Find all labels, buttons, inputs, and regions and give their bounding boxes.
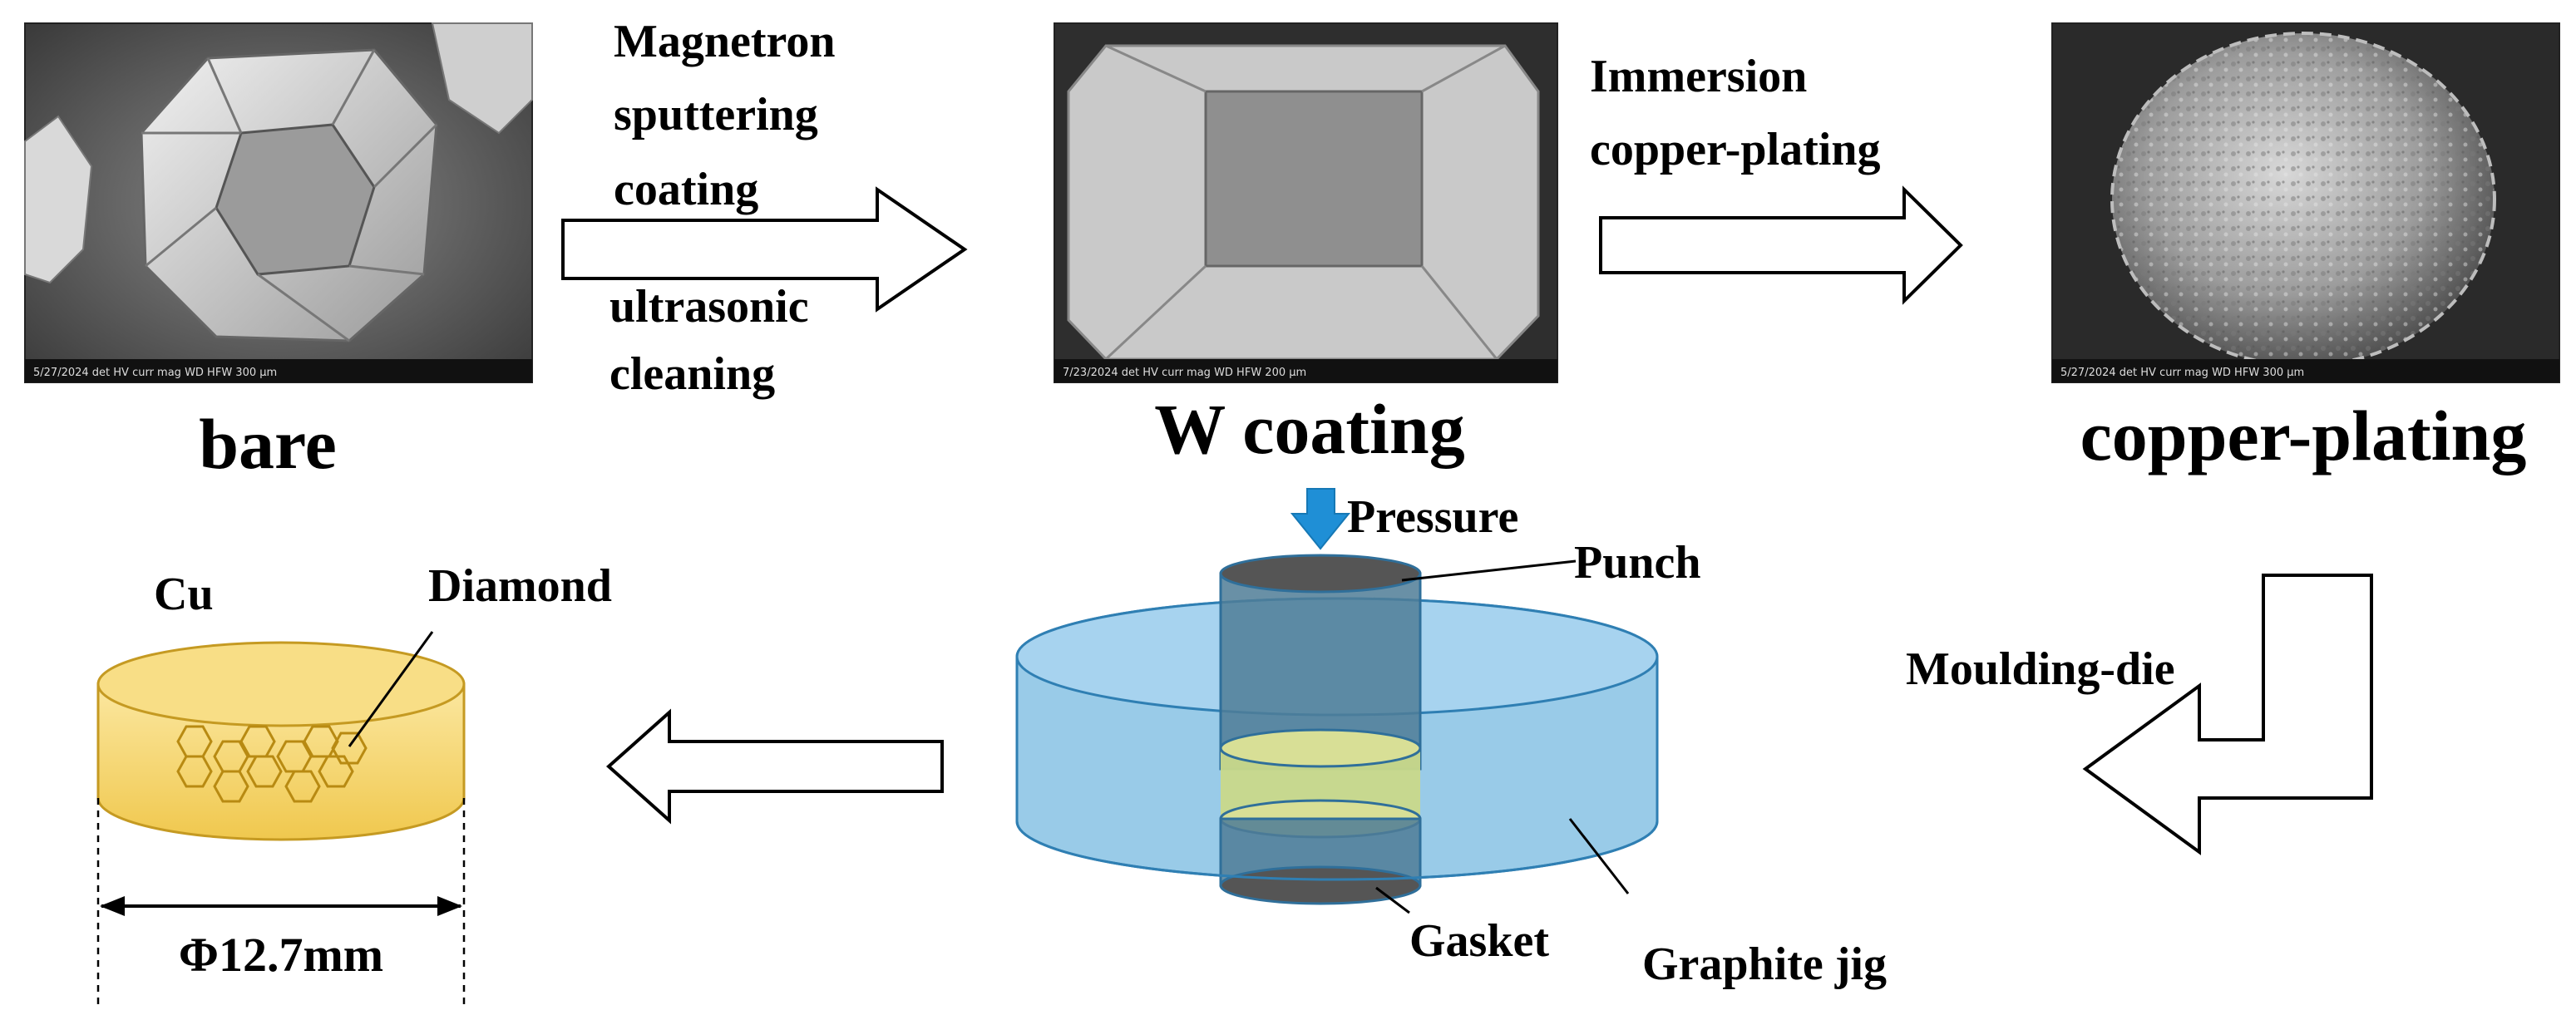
label-diameter: Φ12.7mm (179, 928, 383, 982)
label-diamond: Diamond (428, 560, 612, 612)
label-copper-plating: copper-plating (2080, 396, 2527, 475)
sputtering-line-2: sputtering (614, 89, 818, 140)
label-graphite-jig: Graphite jig (1642, 939, 1887, 990)
dim-arrowhead-right (437, 896, 462, 916)
compact-top (1219, 728, 1422, 768)
cu-diamond-disc (96, 631, 466, 1006)
process-text-immersion: Immersion copper-plating (1590, 51, 1880, 175)
sem-image-copper-plating: 5/27/2024 det HV curr mag WD HFW 300 µm (2051, 22, 2560, 383)
label-pressure: Pressure (1347, 491, 1518, 543)
leader-jig (1568, 818, 1630, 894)
arrow-right-1 (561, 186, 968, 313)
punch-top (1219, 554, 1422, 594)
sem-footer-bare: 5/27/2024 det HV curr mag WD HFW 300 µm (33, 367, 277, 379)
label-cu: Cu (154, 569, 214, 620)
pressure-arrow (1290, 488, 1351, 550)
hexagon-icon (331, 732, 368, 765)
hexagon-icon (318, 755, 354, 788)
diamond-hexagons (176, 725, 368, 803)
label-w-coating: W coating (1154, 389, 1464, 469)
arrow-right-2 (1599, 185, 1963, 305)
gasket-disc (1219, 865, 1422, 905)
label-moulding-die: Moulding-die (1906, 643, 2175, 695)
disc-top (96, 641, 466, 727)
leader-diamond (348, 631, 434, 747)
sputtering-line-1: Magnetron (614, 16, 836, 67)
immersion-line-2: copper-plating (1590, 124, 1880, 175)
arrow-l-shaped (2082, 574, 2373, 855)
leader-gasket (1375, 886, 1410, 914)
cleaning-line-1: ultrasonic (609, 281, 809, 333)
sem-image-w-coating: 7/23/2024 det HV curr mag WD HFW 200 µm (1054, 22, 1558, 383)
sputtering-line-3: coating (614, 164, 758, 215)
sem-image-bare: 5/27/2024 det HV curr mag WD HFW 300 µm (24, 22, 533, 383)
label-bare: bare (199, 404, 337, 484)
leader-punch (1401, 559, 1577, 582)
hexagon-icon (239, 725, 276, 758)
arrow-left (605, 708, 944, 825)
process-text-sputtering: Magnetron sputtering coating ultrasonic … (609, 16, 836, 400)
hexagon-icon (176, 755, 213, 788)
dim-arrowhead-left (100, 896, 125, 916)
sem-footer-cu: 5/27/2024 det HV curr mag WD HFW 300 µm (2060, 367, 2304, 379)
moulding-die-assembly (1015, 488, 1659, 914)
immersion-line-1: Immersion (1590, 51, 1807, 102)
label-punch: Punch (1574, 537, 1701, 589)
label-gasket: Gasket (1409, 915, 1549, 967)
hexagon-icon (276, 740, 313, 773)
sem-footer-w: 7/23/2024 det HV curr mag WD HFW 200 µm (1063, 367, 1306, 379)
hexagon-icon (213, 770, 249, 803)
cleaning-line-2: cleaning (609, 348, 775, 400)
hexagon-icon (284, 770, 321, 803)
hexagon-icon (246, 755, 283, 788)
